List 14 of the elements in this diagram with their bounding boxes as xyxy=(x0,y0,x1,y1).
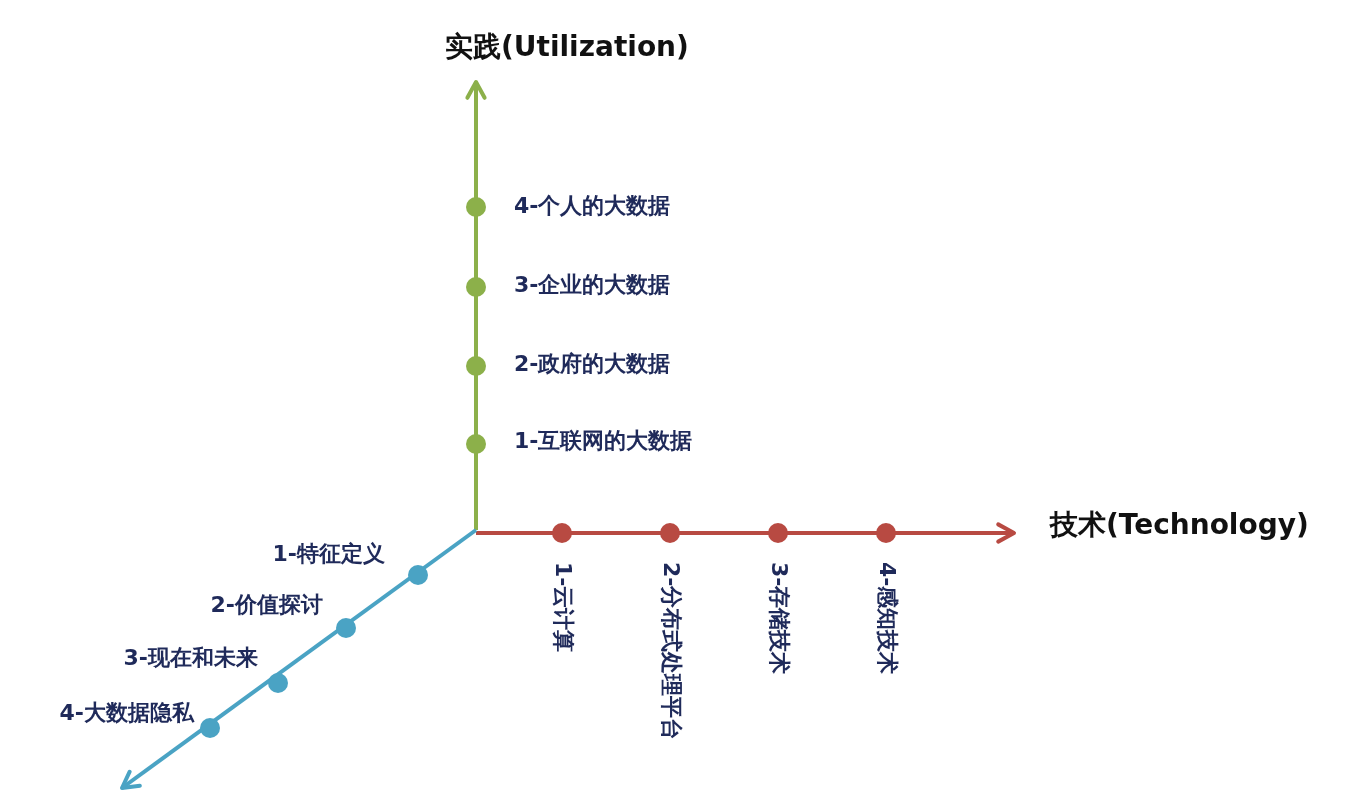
axis-item-label: 4-个人的大数据 xyxy=(514,193,671,220)
axis-item-label: 3-存储技术 xyxy=(766,562,792,675)
axis-title: 技术(Technology) xyxy=(1050,508,1309,542)
axis-title: 实践(Utilization) xyxy=(445,30,689,64)
axis-item-label: 4-感知技术 xyxy=(874,562,900,675)
axis-item-label: 2-分布式处理平台 xyxy=(658,562,684,741)
axis-item-label: 1-互联网的大数据 xyxy=(514,428,693,455)
axis-item-label: 2-价值探讨 xyxy=(210,592,323,619)
axis-item-label: 1-云计算 xyxy=(550,562,576,653)
axis-item-label: 2-政府的大数据 xyxy=(514,351,671,378)
axis-item-label: 4-大数据隐私 xyxy=(59,700,194,727)
axis-item-label: 3-现在和未来 xyxy=(123,645,258,672)
axis-item-label: 3-企业的大数据 xyxy=(514,272,671,299)
axis-item-label: 1-特征定义 xyxy=(272,541,385,568)
